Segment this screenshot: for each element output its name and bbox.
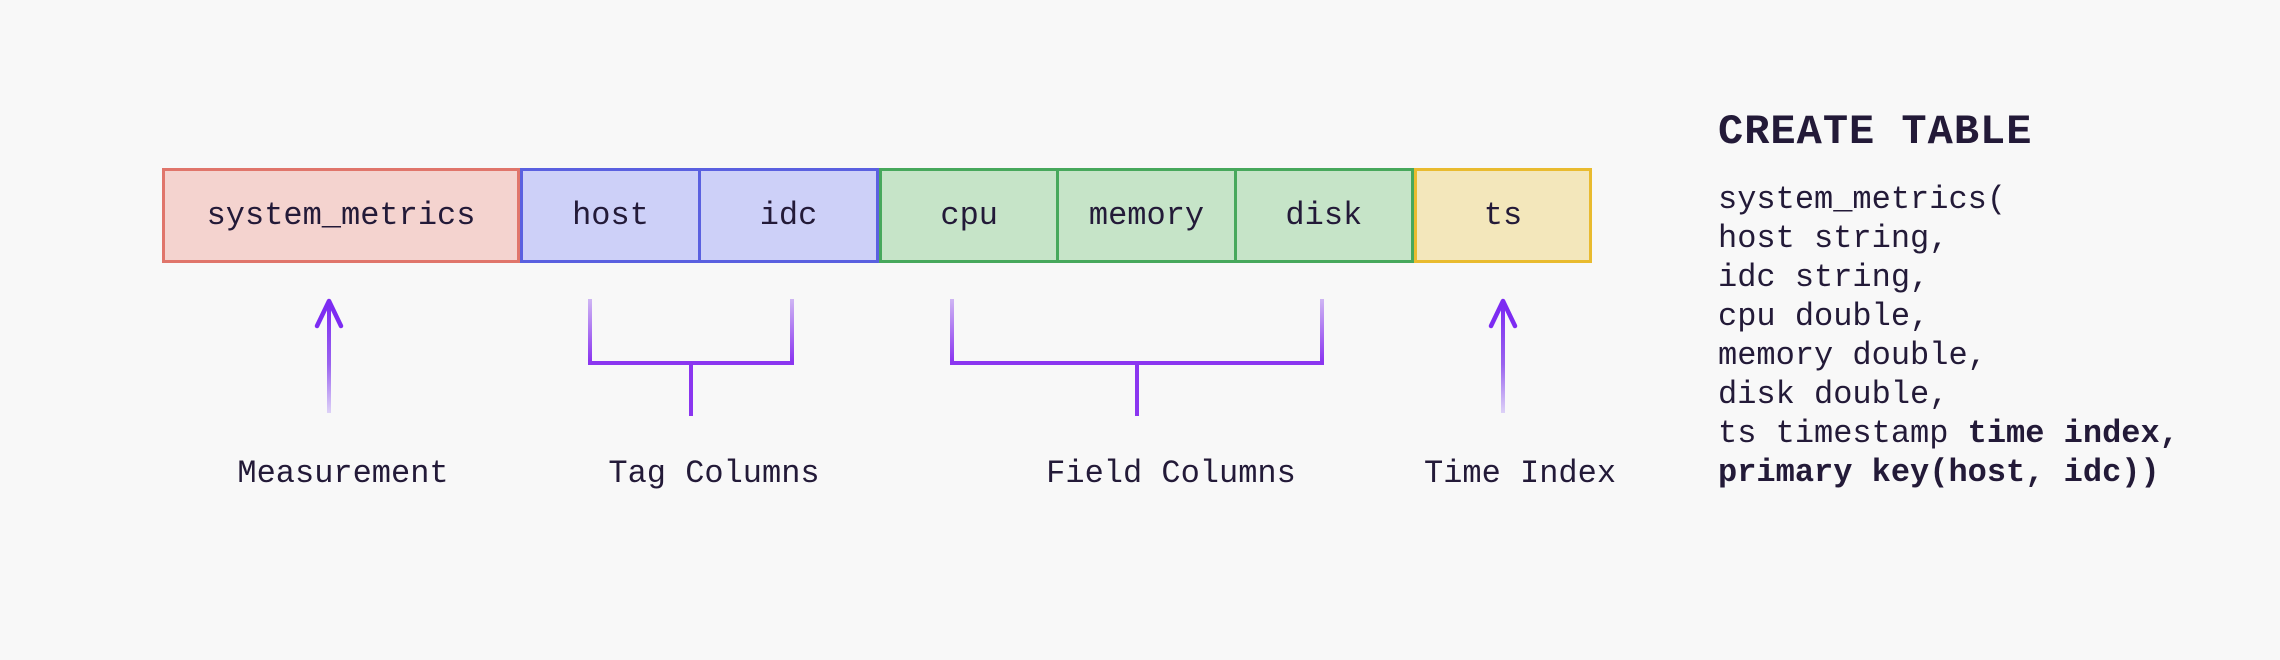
measurement-box-label: system_metrics xyxy=(206,197,476,234)
field-column-cpu-label: cpu xyxy=(940,197,998,234)
sql-line-6-text: disk double, xyxy=(1718,376,1949,413)
sql-line-7-text: ts timestamp xyxy=(1718,415,1968,452)
field-column-cpu: cpu xyxy=(882,171,1056,260)
measurement-arrow-icon xyxy=(314,298,344,413)
sql-heading: CREATE TABLE xyxy=(1718,108,2033,156)
sql-line-4: cpu double, xyxy=(1718,297,2179,336)
tag-columns-bracket-icon xyxy=(588,299,794,416)
field-columns-caption: Field Columns xyxy=(1046,455,1296,492)
tag-columns-caption: Tag Columns xyxy=(608,455,820,492)
tag-column-host-label: host xyxy=(572,197,649,234)
sql-line-5: memory double, xyxy=(1718,336,2179,375)
sql-line-5-text: memory double, xyxy=(1718,337,1987,374)
sql-line-6: disk double, xyxy=(1718,375,2179,414)
field-column-disk: disk xyxy=(1233,171,1411,260)
field-columns-bracket-icon xyxy=(950,299,1324,416)
field-column-memory: memory xyxy=(1056,171,1233,260)
sql-line-3-text: idc string, xyxy=(1718,259,1930,296)
field-columns-group: cpu memory disk xyxy=(879,168,1414,263)
sql-line-7: ts timestamp time index, xyxy=(1718,414,2179,453)
sql-line-8-bold: primary key(host, idc)) xyxy=(1718,454,2160,491)
sql-line-2-text: host string, xyxy=(1718,220,1949,257)
sql-line-4-text: cpu double, xyxy=(1718,298,1930,335)
sql-line-3: idc string, xyxy=(1718,258,2179,297)
time-index-box: ts xyxy=(1414,168,1592,263)
measurement-box: system_metrics xyxy=(162,168,520,263)
sql-line-1: system_metrics( xyxy=(1718,180,2179,219)
sql-line-7-bold: time index, xyxy=(1967,415,2179,452)
sql-line-2: host string, xyxy=(1718,219,2179,258)
schema-box-row: system_metrics host idc cpu memory disk … xyxy=(162,168,1592,263)
tag-columns-group: host idc xyxy=(520,168,879,263)
field-column-disk-label: disk xyxy=(1285,197,1363,234)
time-index-caption: Time Index xyxy=(1423,455,1617,492)
measurement-caption: Measurement xyxy=(237,455,449,492)
tag-column-idc: idc xyxy=(698,171,876,260)
time-index-arrow-icon xyxy=(1488,298,1518,413)
sql-code-block: CREATE TABLE system_metrics( host string… xyxy=(1718,110,2179,492)
time-index-box-label: ts xyxy=(1483,197,1523,234)
field-column-memory-label: memory xyxy=(1088,197,1205,234)
tag-column-idc-label: idc xyxy=(759,197,818,234)
tag-column-host: host xyxy=(523,171,698,260)
sql-line-1-text: system_metrics( xyxy=(1718,181,2007,218)
sql-line-8: primary key(host, idc)) xyxy=(1718,453,2179,492)
sql-lines: system_metrics( host string, idc string,… xyxy=(1718,180,2179,492)
